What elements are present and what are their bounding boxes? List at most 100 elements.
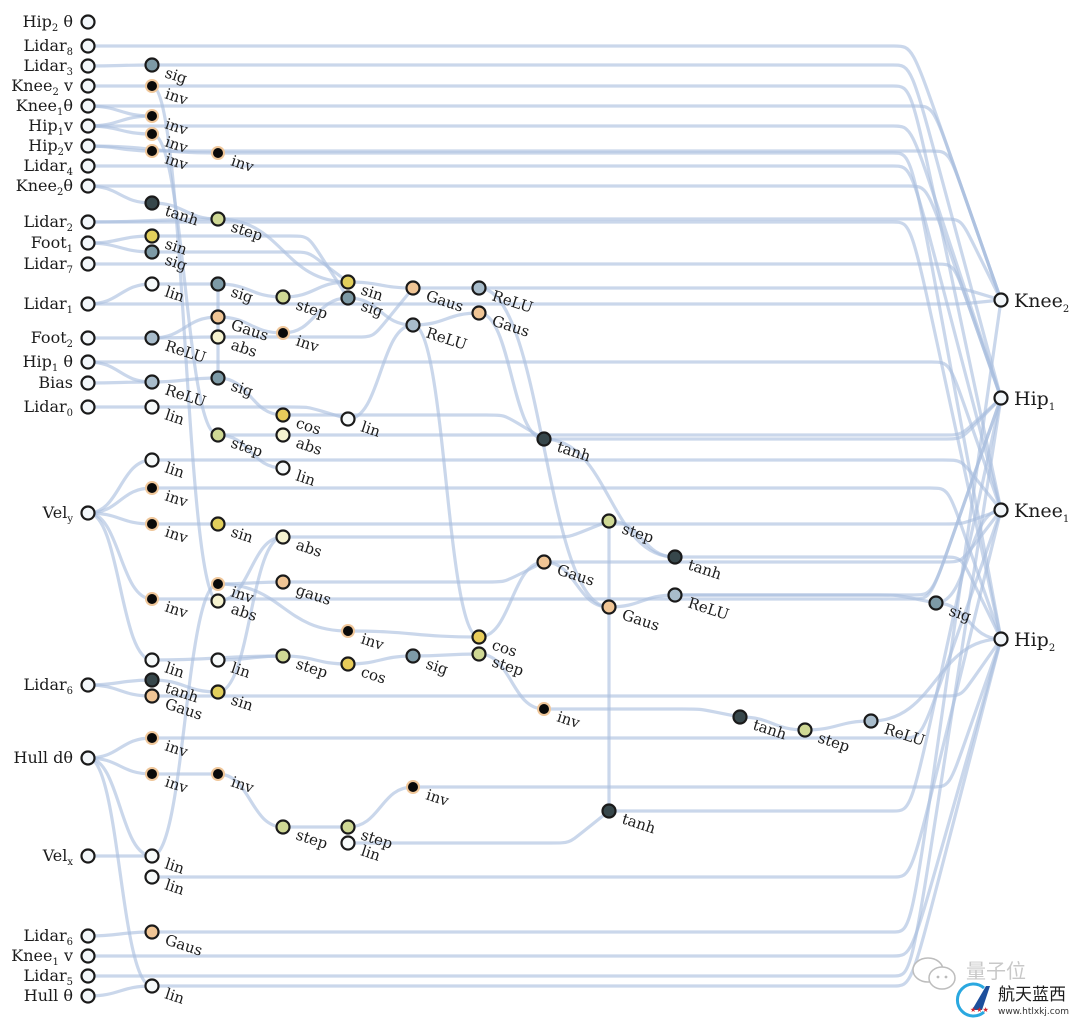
input-label: Bias — [38, 373, 73, 392]
connection-edge — [88, 262, 1003, 399]
hidden-node-step — [601, 513, 617, 529]
function-label: inv — [163, 523, 191, 547]
input-node — [80, 138, 96, 154]
connection-edge — [804, 719, 872, 732]
output-node — [993, 390, 1009, 406]
input-label: Foot1 — [31, 233, 73, 255]
function-label: step — [294, 826, 330, 853]
node-layer — [80, 14, 1009, 1004]
hidden-node-lin — [340, 411, 356, 427]
connection-edge — [88, 360, 1003, 511]
connection-edge — [217, 282, 284, 299]
connection-edge — [88, 44, 1003, 301]
function-label: sig — [424, 655, 451, 679]
input-node — [80, 58, 96, 74]
function-label: abs — [294, 536, 325, 561]
connection-edge — [151, 376, 219, 384]
connection-edge — [347, 323, 414, 421]
connection-edge — [87, 756, 153, 858]
function-label: inv — [555, 708, 583, 732]
hidden-node-inv — [147, 594, 157, 604]
input-label: Lidar2 — [23, 212, 73, 234]
connection-edge — [152, 509, 1003, 879]
connection-edge — [739, 715, 806, 732]
hidden-node-inv — [343, 626, 353, 636]
brand-url: www.htlxkj.com — [998, 1007, 1069, 1017]
function-label: step — [294, 655, 330, 682]
hidden-node-gaus — [144, 924, 160, 940]
connection-edge — [87, 930, 153, 938]
hidden-node-inv — [213, 148, 223, 158]
hidden-node-abs — [210, 593, 226, 609]
connection-edge — [544, 396, 1003, 441]
connection-edge — [87, 282, 153, 306]
connection-edge — [478, 652, 545, 711]
hidden-node-gaus — [536, 554, 552, 570]
hidden-node-lin — [144, 978, 160, 994]
hidden-node-step — [275, 289, 291, 305]
function-label: sig — [359, 297, 386, 321]
input-label: Foot2 — [31, 328, 73, 350]
input-node — [80, 677, 96, 693]
brand-logo-icon: ★★★ — [955, 982, 990, 1018]
connection-edge — [543, 437, 676, 559]
output-label: Knee2 — [1014, 290, 1069, 315]
hidden-node-sin — [144, 228, 160, 244]
connection-edge — [87, 683, 153, 698]
function-label: tanh — [686, 556, 724, 584]
function-label: lin — [359, 842, 383, 865]
hidden-node-cos — [340, 656, 356, 672]
hidden-node-gaus — [405, 280, 421, 296]
output-label: Hip1 — [1014, 388, 1055, 413]
function-label: lin — [359, 418, 383, 441]
hidden-node-sig — [210, 276, 226, 292]
input-label: Hip1 θ — [23, 352, 73, 374]
hidden-node-inv — [278, 328, 288, 338]
function-label: inv — [229, 152, 257, 176]
input-label: Lidar3 — [23, 56, 73, 78]
input-node — [80, 118, 96, 134]
function-label: inv — [163, 598, 191, 622]
output-node — [993, 292, 1009, 308]
connection-edge — [151, 678, 219, 694]
hidden-node-lin — [210, 652, 226, 668]
hidden-node-lin — [144, 452, 160, 468]
connection-edge — [152, 638, 1003, 988]
hidden-node-cos — [471, 629, 487, 645]
connection-edge — [217, 654, 284, 662]
input-label: Lidar8 — [23, 36, 73, 58]
input-node — [80, 928, 96, 944]
hidden-node-sig — [340, 290, 356, 306]
function-label: inv — [163, 737, 191, 761]
connection-edge — [935, 601, 1002, 641]
hidden-node-inv — [147, 733, 157, 743]
hidden-node-step — [797, 722, 813, 738]
connection-edge — [282, 654, 349, 666]
function-label: inv — [424, 786, 452, 810]
input-label: Hip2 θ — [23, 12, 73, 34]
hidden-node-step — [471, 646, 487, 662]
input-label: Lidar1 — [23, 294, 73, 316]
connection-edge — [151, 84, 219, 603]
function-label: sin — [229, 523, 256, 547]
function-label: inv — [294, 332, 322, 356]
connection-edge — [347, 654, 414, 666]
function-label: cos — [359, 663, 388, 688]
svg-text:★★★: ★★★ — [970, 1006, 989, 1014]
function-label: sig — [163, 251, 190, 275]
hidden-node-gaus — [601, 599, 617, 615]
connection-edge — [87, 984, 153, 998]
input-node — [80, 988, 96, 1004]
hidden-node-sig — [144, 57, 160, 73]
output-label: Knee1 — [1014, 500, 1069, 525]
hidden-node-lin — [275, 460, 291, 476]
input-label: Velx — [42, 846, 74, 868]
input-label: Hip1v — [28, 116, 73, 138]
connection-edge — [347, 629, 480, 639]
function-label: abs — [294, 434, 325, 459]
input-label: Lidar6 — [23, 926, 73, 948]
input-node — [80, 78, 96, 94]
input-node — [80, 848, 96, 864]
function-label: lin — [163, 855, 187, 878]
input-node — [80, 214, 96, 230]
